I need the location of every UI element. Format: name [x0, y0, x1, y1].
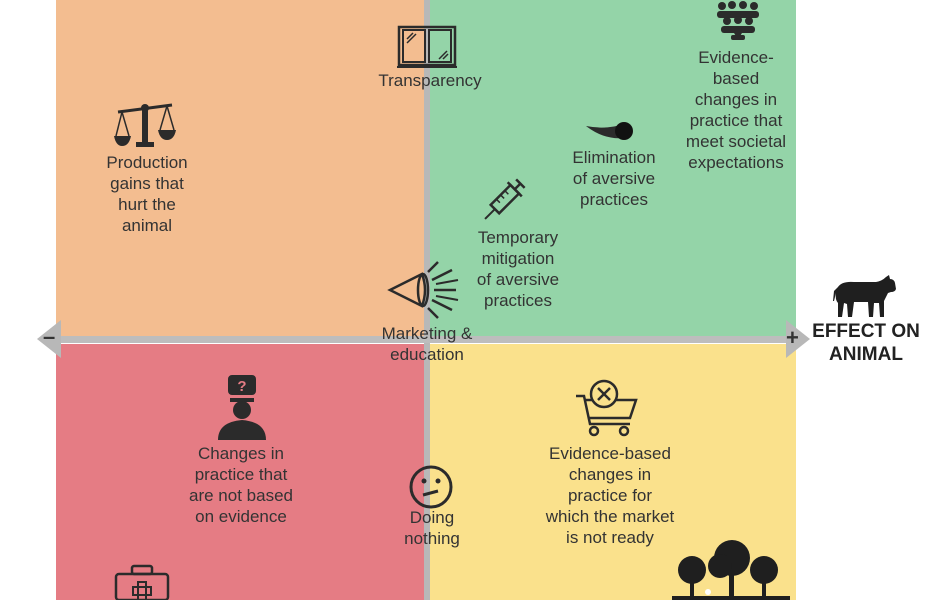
- svg-text:?: ?: [237, 378, 246, 395]
- confused-person-icon: ?: [216, 374, 268, 440]
- axis-plus-sign: +: [786, 325, 799, 350]
- label-not-evidence: Changes in practice that are not based o…: [189, 444, 293, 526]
- syringe-icon: [476, 176, 528, 228]
- neutral-face-icon: [408, 464, 454, 510]
- axis-minus-sign: –: [43, 324, 56, 349]
- label-evidence-societal: Evidence- based changes in practice that…: [685, 48, 787, 172]
- horizontal-axis: [56, 336, 796, 343]
- axis-title-effect-on-animal: EFFECT ON ANIMAL: [812, 321, 920, 365]
- axis-arrow-right: [786, 320, 810, 358]
- label-temporary-mitigation: Temporary mitigation of aversive practic…: [476, 228, 560, 310]
- balance-scale-icon: [112, 100, 178, 150]
- cow-icon: [832, 273, 898, 319]
- label-market-not-ready: Evidence-based changes in practice for w…: [545, 444, 675, 547]
- window-icon: [397, 25, 457, 69]
- label-elimination: Elimination of aversive practices: [572, 148, 656, 209]
- trees-icon: [672, 540, 790, 600]
- crowd-icon: [712, 0, 764, 40]
- shopping-cart-x-icon: [574, 378, 640, 438]
- quadrant-top-left: [56, 0, 424, 338]
- label-doing-nothing: Doing nothing: [404, 508, 460, 548]
- label-production-gains: Production gains that hurt the animal: [106, 153, 188, 235]
- megaphone-icon: [386, 260, 462, 320]
- label-marketing-education: Marketing & education: [381, 324, 473, 364]
- label-transparency: Transparency: [378, 71, 482, 90]
- first-aid-kit-icon: [114, 564, 170, 600]
- axis-arrow-left: [37, 320, 61, 358]
- comet-icon: [584, 118, 636, 144]
- quadrant-top-right: [430, 0, 796, 338]
